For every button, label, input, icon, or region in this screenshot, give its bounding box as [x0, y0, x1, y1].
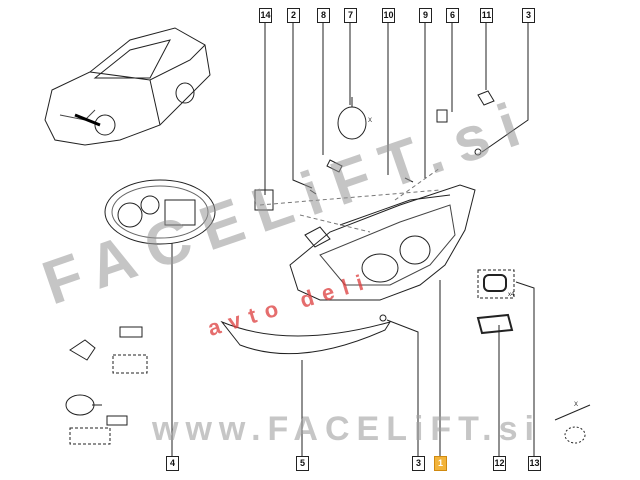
quantity-13: x4: [508, 292, 515, 298]
callout-8[interactable]: 8: [317, 8, 330, 23]
callout-5[interactable]: 5: [296, 456, 309, 471]
headlamp-illustration: [289, 184, 476, 301]
callout-14[interactable]: 14: [259, 8, 272, 23]
callout-11[interactable]: 11: [480, 8, 493, 23]
callout-7[interactable]: 7: [344, 8, 357, 23]
callout-2[interactable]: 2: [287, 8, 300, 23]
car-illustration: [44, 27, 211, 146]
callout-3-bottom[interactable]: 3: [412, 456, 425, 471]
leader-lines: [171, 22, 535, 456]
watermark-url: www.FACELiFT.si: [152, 410, 541, 448]
callout-9[interactable]: 9: [419, 8, 432, 23]
callout-10[interactable]: 10: [382, 8, 395, 23]
bulb-assembly-illustration: [65, 179, 216, 445]
x-mark-bolt: X: [574, 402, 579, 408]
small-parts: [220, 90, 591, 444]
x-mark-7: X: [368, 118, 373, 124]
callout-3-top[interactable]: 3: [522, 8, 535, 23]
callout-13[interactable]: 13: [528, 456, 541, 471]
callout-1-highlighted[interactable]: 1: [434, 456, 447, 471]
callout-12[interactable]: 12: [493, 456, 506, 471]
callout-6[interactable]: 6: [446, 8, 459, 23]
callout-4[interactable]: 4: [166, 456, 179, 471]
